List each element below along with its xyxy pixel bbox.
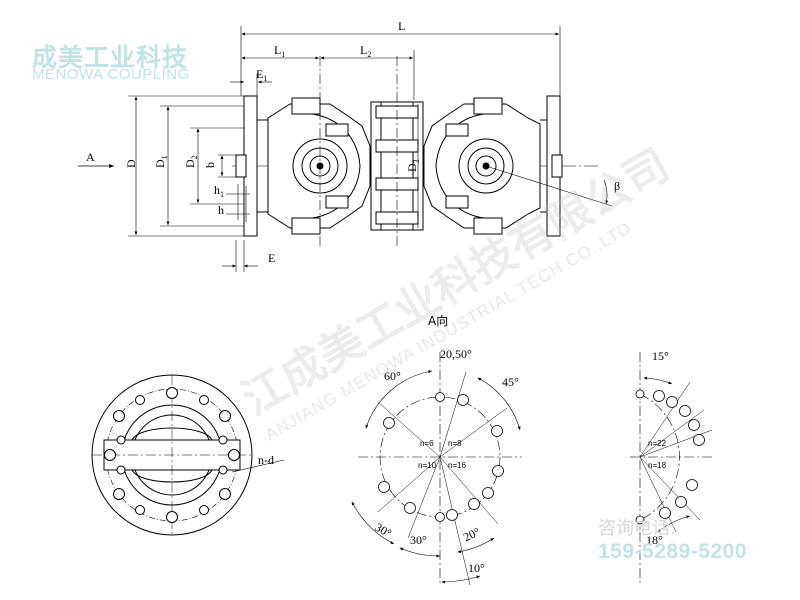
- bolt-pattern-labels: 20,50° 60° 45° 30° 30° 20° 10° n=6 n=8 n…: [373, 347, 520, 575]
- label-n22: n=22: [648, 439, 667, 448]
- label-n18: n=18: [648, 461, 667, 470]
- label-h: h: [218, 203, 224, 217]
- arc-60: [365, 370, 433, 429]
- left-key: [235, 154, 247, 178]
- right-cap-inner-top: [445, 123, 469, 137]
- bolt-pattern-diagram: [351, 352, 522, 586]
- label-D3: D3: [405, 159, 421, 172]
- label-30-bottom: 30°: [410, 533, 427, 547]
- label-D1: D1: [153, 155, 169, 168]
- label-n16: n=16: [448, 461, 467, 470]
- label-L2: L2: [360, 43, 371, 59]
- brand-logo-en: MENOWA COUPLING: [32, 66, 190, 83]
- arc-45: [477, 377, 521, 431]
- label-beta: β: [614, 179, 620, 193]
- label-20-50: 20,50°: [440, 347, 472, 361]
- label-30-left: 30°: [373, 520, 395, 541]
- arc-10: [441, 575, 481, 584]
- view-a-label: A向: [428, 313, 448, 328]
- right-cross-bearing-mid: [467, 147, 505, 185]
- left-bearing-cap-bottom: [291, 217, 321, 235]
- label-E1: E1: [256, 67, 267, 83]
- label-18: 18°: [646, 533, 663, 547]
- label-60: 60°: [384, 369, 401, 383]
- partial-pattern-labels: 15° 18° n=22 n=18: [646, 349, 669, 547]
- label-L1: L1: [274, 43, 285, 59]
- right-bearing-cap-top: [473, 97, 503, 115]
- brand-logo-cn: 成美工业科技: [32, 43, 189, 72]
- left-yoke-arc: [295, 113, 361, 219]
- arc-20: [457, 537, 495, 553]
- label-A: A: [86, 150, 95, 164]
- mid-flange-left: [370, 101, 382, 231]
- arc-30-left: [351, 501, 395, 545]
- label-n8: n=8: [448, 439, 462, 448]
- nd-leader: [231, 459, 285, 473]
- left-cap-inner-top: [325, 123, 349, 137]
- right-cross-bearing-inner: [475, 155, 497, 177]
- beta-arc: [603, 179, 609, 205]
- label-b: b: [203, 162, 217, 168]
- right-key: [551, 154, 563, 178]
- partial-bolt-pattern: [630, 352, 714, 585]
- right-bearing-cap-bottom: [473, 217, 503, 235]
- label-E: E: [268, 251, 275, 265]
- label-10: 10°: [468, 561, 485, 575]
- end-key-bottom-arc: [131, 469, 213, 483]
- label-n10: n=10: [418, 461, 437, 470]
- label-L: L: [398, 19, 405, 33]
- right-yoke-arc: [435, 113, 501, 219]
- left-bearing-cap-top: [291, 97, 321, 115]
- left-cap-inner-bottom: [325, 195, 349, 209]
- label-20: 20°: [461, 524, 482, 544]
- right-cap-inner-bottom: [445, 195, 469, 209]
- label-h1: h1: [214, 183, 224, 199]
- partial-holes: [635, 389, 705, 525]
- label-D: D: [124, 159, 138, 168]
- label-15: 15°: [652, 349, 669, 363]
- label-n6: n=6: [420, 439, 434, 448]
- contact-label: 咨询电话:: [598, 518, 677, 539]
- label-45: 45°: [502, 375, 519, 389]
- beta-angle-line: [485, 165, 613, 207]
- contact-phone: 159-5289-5200: [598, 540, 747, 563]
- arc-30-bottom: [399, 547, 441, 558]
- side-view: [78, 26, 613, 272]
- side-view-labels: L L1 L2 E1 A D D1 D2 b h1 h E D3 β A向: [86, 19, 620, 328]
- label-D2: D2: [183, 155, 199, 168]
- end-key-top-arc: [131, 427, 213, 441]
- end-view: [91, 374, 285, 536]
- pattern-holes: [378, 392, 504, 522]
- label-nd: n-d: [258, 453, 274, 467]
- end-bolt-holes: [104, 387, 240, 523]
